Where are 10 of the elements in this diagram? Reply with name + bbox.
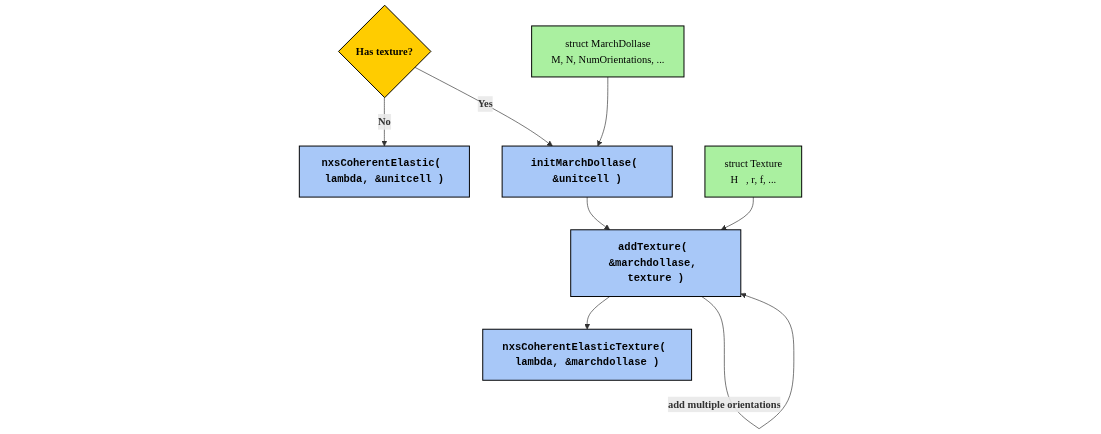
- node-box: struct MarchDollase M, N, NumOrientations, ...: [531, 25, 685, 78]
- node-box: initMarchDollase( &unitcell ): [501, 145, 673, 198]
- node-box: nxsCoherentElastic( lambda, &unitcell ): [298, 145, 470, 198]
- node-box: struct Texture H⃗, r, f, ...: [704, 145, 803, 198]
- edge-label: Yes: [477, 98, 493, 110]
- edge-label: add multiple orientations: [667, 398, 781, 410]
- node-diamond: Has texture?: [338, 4, 432, 99]
- node-box: nxsCoherentElasticTexture( lambda, &marchdollase ): [482, 328, 693, 381]
- node-box: addTexture( &marchdollase, texture ): [570, 229, 742, 297]
- edge-label: No: [377, 115, 391, 128]
